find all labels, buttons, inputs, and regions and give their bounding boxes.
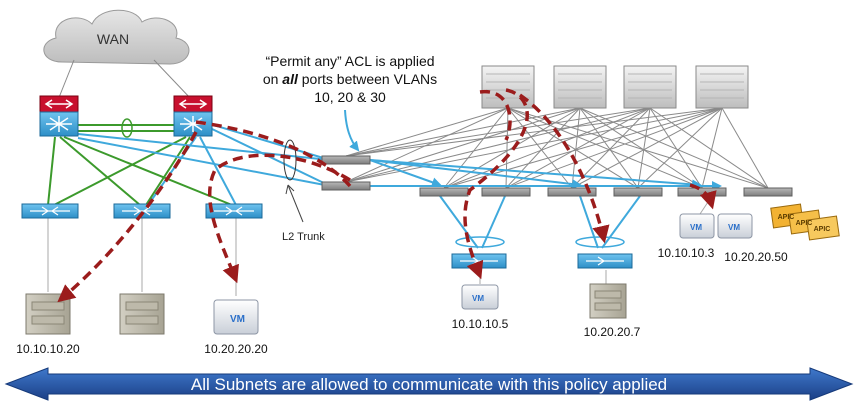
core-switch-right	[173, 95, 213, 137]
server-left-2	[119, 293, 165, 335]
vm-badge: VM	[728, 223, 740, 232]
access-switches	[21, 203, 263, 219]
flow-spine-loop	[479, 90, 512, 141]
acl-note-line-2: on all ports between VLANs	[263, 71, 437, 87]
flow-to-left-server	[57, 131, 198, 303]
flow-to-left-vm	[207, 153, 351, 284]
green-links	[47, 124, 233, 206]
vpc-ring-2	[575, 236, 625, 248]
flow-to-fabric-vm-1	[463, 88, 529, 280]
host-label-left-server: 10.10.10.20	[16, 342, 80, 356]
host-label-fabric-server: 10.20.20.7	[584, 325, 641, 339]
banner-text: All Subnets are allowed to communicate w…	[191, 375, 667, 394]
access-switch-3	[205, 203, 263, 219]
wan-uplinks	[57, 59, 193, 101]
apic-badge: APIC	[814, 226, 831, 233]
vm-fabric-3: VM	[717, 213, 753, 239]
traffic-flows	[57, 88, 717, 303]
host-label-left-vm: 10.20.20.20	[204, 342, 268, 356]
host-label-fabric-vm-2: 10.10.10.3	[658, 246, 715, 260]
flow-to-fabric-server	[518, 93, 610, 244]
spine-switches	[481, 65, 749, 109]
spine-switch-4	[695, 65, 749, 109]
acl-note-line-3: 10, 20 & 30	[314, 89, 386, 105]
trunk-pointer	[287, 184, 304, 223]
wan-label: WAN	[97, 31, 129, 47]
flow-core-to-border	[195, 120, 352, 188]
leaf-switch-3	[419, 187, 469, 197]
leaf-switch-8	[743, 187, 793, 197]
apic-badge: APIC	[778, 214, 795, 221]
trunk-label: L2 Trunk	[282, 231, 325, 243]
leaf-switch-7	[677, 187, 727, 197]
leaf-switch-5	[547, 187, 597, 197]
flow-to-fabric-vm-2	[689, 183, 717, 210]
acl-note-emphasis: all	[282, 71, 299, 87]
vm-fabric-2: VM	[679, 213, 715, 239]
fabric-access-switch-2	[577, 253, 633, 269]
acl-note-line-1: “Permit any” ACL is applied	[265, 53, 434, 69]
fabric-mesh	[345, 107, 769, 189]
port-channel-ring	[121, 118, 133, 138]
vm-badge: VM	[690, 223, 702, 232]
spine-switch-2	[553, 65, 607, 109]
policy-banner: All Subnets are allowed to communicate w…	[4, 367, 854, 401]
vm-badge: VM	[472, 294, 484, 303]
server-left-1	[25, 293, 71, 335]
fabric-access-switch-1	[451, 253, 507, 269]
apic-cluster-icon: APIC APIC APIC	[770, 203, 840, 241]
access-switch-1	[21, 203, 79, 219]
fabric-blue-links	[369, 159, 722, 249]
vm-left: VM	[213, 299, 259, 335]
acl-pointer-arrow	[344, 109, 360, 152]
vm-fabric-1: VM	[461, 284, 499, 310]
leaf-switch-4	[481, 187, 531, 197]
vpc-ring-1	[455, 236, 505, 248]
server-fabric	[589, 283, 627, 319]
core-switch-left	[39, 95, 79, 137]
host-labels: 10.10.10.20 10.20.20.20 10.10.10.5 10.20…	[16, 246, 788, 356]
host-label-fabric-vm-1: 10.10.10.5	[452, 317, 509, 331]
leaf-switch-1	[321, 155, 371, 165]
access-switch-2	[113, 203, 171, 219]
wan-cloud-icon: WAN	[43, 9, 190, 65]
spine-switch-3	[623, 65, 677, 109]
host-label-fabric-vm-3: 10.20.20.50	[724, 250, 788, 264]
apic-badge: APIC	[796, 220, 813, 227]
leaf-switch-6	[613, 187, 663, 197]
vm-badge: VM	[230, 314, 245, 325]
